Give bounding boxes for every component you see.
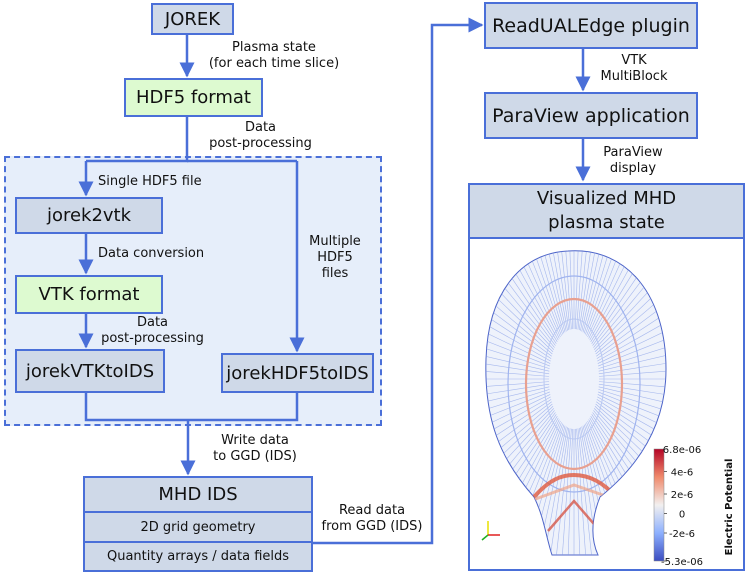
jorekvtktoids-label: jorekVTKtoIDS (25, 360, 155, 382)
label-read-data-line1: Read data (338, 503, 406, 518)
label-single-hdf5-text: Single HDF5 file (98, 174, 202, 189)
readualedge-plugin-box: ReadUALEdge plugin (484, 2, 698, 49)
colorbar-tick-label: 6.8e-06 (663, 445, 701, 456)
axes-triad (481, 521, 500, 541)
colorbar-tick-label: 0 (679, 510, 685, 521)
label-multiple-hdf5-line2: HDF5 (317, 250, 353, 265)
line-merge (84, 392, 299, 422)
label-data-conversion-text: Data conversion (98, 246, 205, 261)
label-plasma-state-line2: (for each time slice) (208, 56, 340, 71)
paraview-application-box: ParaView application (484, 92, 698, 139)
mhd-ids-title: MHD IDS (158, 484, 238, 505)
mhd-ids-row-grid: 2D grid geometry (85, 513, 311, 543)
visualized-header: Visualized MHD plasma state (470, 185, 743, 239)
label-write-data: Write data to GGD (IDS) (200, 433, 310, 465)
arrow-mhd-to-readualedge (313, 17, 484, 545)
label-plasma-state: Plasma state (for each time slice) (199, 40, 349, 72)
label-plasma-state-line1: Plasma state (232, 40, 316, 55)
jorek-label: JOREK (164, 8, 221, 30)
label-multiple-hdf5-line1: Multiple (309, 234, 361, 249)
label-data-postprocessing-mid-line2: post-processing (101, 331, 204, 346)
label-data-postprocessing-top-line1: Data (244, 120, 277, 135)
mhd-ids-title-row: MHD IDS (85, 478, 311, 513)
jorek2vtk-box: jorek2vtk (15, 197, 163, 234)
label-vtk-multiblock-line2: MultiBlock (600, 69, 668, 84)
hdf5-format-box: HDF5 format (124, 78, 263, 117)
label-multiple-hdf5: Multiple HDF5 files (300, 234, 370, 282)
label-data-postprocessing-mid: Data post-processing (95, 315, 210, 347)
mhd-ids-box: MHD IDS 2D grid geometry Quantity arrays… (83, 476, 313, 572)
vtk-format-label: VTK format (38, 284, 140, 305)
label-single-hdf5: Single HDF5 file (98, 174, 202, 190)
label-write-data-line2: to GGD (IDS) (213, 449, 297, 464)
visualized-title-line2: plasma state (548, 212, 665, 233)
paraview-application-label: ParaView application (492, 104, 690, 127)
readualedge-plugin-label: ReadUALEdge plugin (492, 14, 690, 37)
plasma-plot: 6.8e-06 4e-6 2e-6 0 -2e-6 -5.3e-06 Electric P… (481, 250, 735, 568)
label-multiple-hdf5-line3: files (321, 266, 349, 281)
visualized-panel: Visualized MHD plasma state (468, 183, 745, 571)
colorbar-title: Electric Potential (724, 459, 735, 556)
label-data-postprocessing-top-line2: post-processing (209, 136, 312, 151)
mhd-ids-quantities-label: Quantity arrays / data fields (106, 549, 290, 564)
label-paraview-display: ParaView display (594, 145, 672, 177)
colorbar-tick-label: -2e-6 (669, 529, 695, 540)
mhd-ids-row-quantities: Quantity arrays / data fields (85, 543, 311, 570)
label-paraview-display-line1: ParaView (603, 145, 663, 160)
label-read-data: Read data from GGD (IDS) (313, 503, 431, 535)
jorekhdf5toids-label: jorekHDF5toIDS (226, 362, 369, 384)
label-data-postprocessing-mid-line1: Data (136, 315, 169, 330)
label-paraview-display-line2: display (609, 161, 657, 176)
line-hdf5-split (86, 116, 189, 163)
colorbar-tick-label: -5.3e-06 (661, 557, 703, 568)
label-vtk-multiblock: VTK MultiBlock (594, 53, 674, 85)
jorekvtktoids-box: jorekVTKtoIDS (15, 349, 165, 393)
vtk-format-box: VTK format (15, 275, 163, 314)
jorekhdf5toids-box: jorekHDF5toIDS (221, 353, 374, 393)
colorbar (653, 448, 665, 562)
label-data-postprocessing-top: Data post-processing (198, 120, 323, 152)
visualized-title-line1: Visualized MHD (536, 188, 677, 209)
jorek2vtk-label: jorek2vtk (46, 205, 132, 226)
label-write-data-line1: Write data (221, 433, 289, 448)
colorbar-tick-label: 2e-6 (671, 490, 694, 501)
hdf5-format-label: HDF5 format (136, 87, 251, 108)
jorek-box: JOREK (151, 3, 234, 35)
label-vtk-multiblock-line1: VTK (621, 53, 647, 68)
mhd-ids-grid-label: 2D grid geometry (140, 519, 256, 535)
colorbar-ticks: 6.8e-06 4e-6 2e-6 0 -2e-6 -5.3e-06 (661, 445, 703, 568)
label-data-conversion: Data conversion (98, 246, 204, 262)
label-read-data-line2: from GGD (IDS) (321, 519, 423, 534)
colorbar-tick-label: 4e-6 (671, 468, 694, 479)
